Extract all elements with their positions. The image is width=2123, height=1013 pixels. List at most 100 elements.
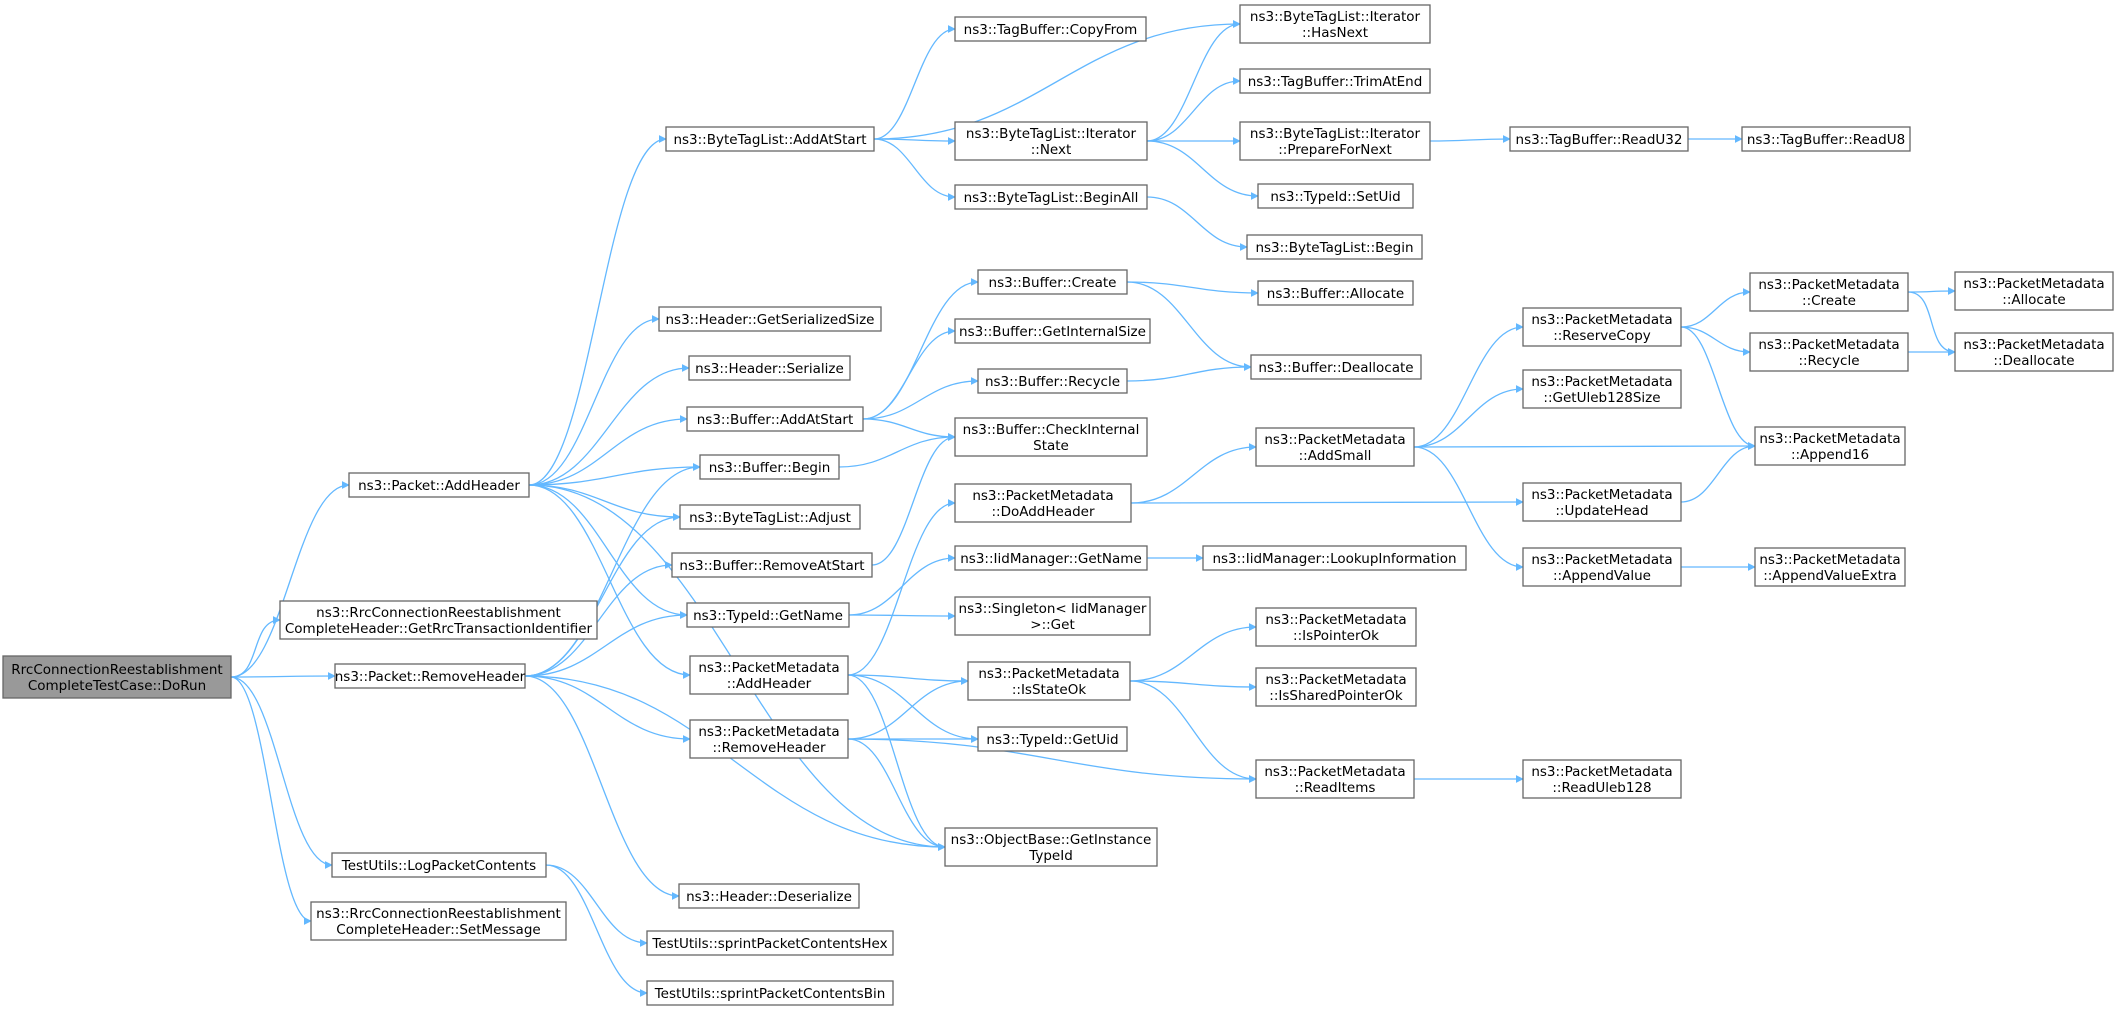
node-box bbox=[1239, 121, 1431, 161]
node-label: ns3::PacketMetadata bbox=[1531, 312, 1672, 328]
function-node-buf_create[interactable]: ns3::Buffer::Create bbox=[977, 269, 1128, 295]
function-node-pm_isstateok[interactable]: ns3::PacketMetadata::IsStateOk bbox=[967, 661, 1131, 701]
call-edge-pm_removeheader-to-pm_readitems bbox=[847, 738, 1257, 783]
function-node-pm_create[interactable]: ns3::PacketMetadata::Create bbox=[1749, 272, 1909, 312]
function-node-buf_allocate[interactable]: ns3::Buffer::Allocate bbox=[1257, 280, 1414, 306]
node-label: ::Recycle bbox=[1798, 353, 1859, 369]
function-node-tu_hex[interactable]: TestUtils::sprintPacketContentsHex bbox=[646, 930, 894, 956]
function-node-btli_prepare[interactable]: ns3::ByteTagList::Iterator::PrepareForNe… bbox=[1239, 121, 1431, 161]
node-label: State bbox=[1033, 438, 1069, 454]
function-node-btl_adjust[interactable]: ns3::ByteTagList::Adjust bbox=[679, 504, 861, 530]
function-node-tb_readu8[interactable]: ns3::TagBuffer::ReadU8 bbox=[1741, 126, 1911, 152]
node-label: ns3::TypeId::GetUid bbox=[986, 732, 1118, 748]
call-edge-pm_addheader-to-ob_getinstance bbox=[847, 674, 946, 851]
function-node-buf_begin[interactable]: ns3::Buffer::Begin bbox=[699, 454, 840, 480]
function-node-buf_addatstart[interactable]: ns3::Buffer::AddAtStart bbox=[686, 406, 864, 432]
function-node-iid_getname[interactable]: ns3::IidManager::GetName bbox=[954, 545, 1148, 571]
function-node-pm_recycle[interactable]: ns3::PacketMetadata::Recycle bbox=[1749, 332, 1909, 372]
call-edge-dorun-to-pkt_removeheader bbox=[230, 672, 336, 681]
function-node-pm_addsmall[interactable]: ns3::PacketMetadata::AddSmall bbox=[1255, 427, 1415, 467]
call-edge-buf_addatstart-to-buf_create bbox=[862, 278, 979, 420]
node-box bbox=[665, 126, 875, 152]
function-node-iid_lookup[interactable]: ns3::IidManager::LookupInformation bbox=[1202, 545, 1467, 571]
function-node-buf_removeatstart[interactable]: ns3::Buffer::RemoveAtStart bbox=[671, 552, 873, 578]
function-node-pm_readuleb[interactable]: ns3::PacketMetadata::ReadUleb128 bbox=[1522, 759, 1682, 799]
function-node-pm_doaddheader[interactable]: ns3::PacketMetadata::DoAddHeader bbox=[954, 483, 1132, 523]
function-node-pm_addheader[interactable]: ns3::PacketMetadata::AddHeader bbox=[689, 655, 849, 695]
node-box bbox=[1754, 547, 1906, 587]
node-box bbox=[1522, 759, 1682, 799]
node-label: ns3::PacketMetadata bbox=[1531, 374, 1672, 390]
call-edge-pkt_removeheader-to-pm_removeheader bbox=[524, 675, 691, 743]
function-node-pm_updatehead[interactable]: ns3::PacketMetadata::UpdateHead bbox=[1522, 482, 1682, 522]
call-edge-buf_create-to-buf_allocate bbox=[1126, 281, 1259, 297]
node-box bbox=[967, 661, 1131, 701]
call-edge-btl_addatstart-to-btli_next bbox=[873, 136, 956, 145]
function-node-pm_removeheader[interactable]: ns3::PacketMetadata::RemoveHeader bbox=[689, 719, 849, 759]
function-node-pkt_removeheader[interactable]: ns3::Packet::RemoveHeader bbox=[334, 663, 526, 689]
node-label: ns3::PacketMetadata bbox=[1963, 337, 2104, 353]
function-node-pm_ispointerok[interactable]: ns3::PacketMetadata::IsPointerOk bbox=[1255, 607, 1417, 647]
call-edge-btl_addatstart-to-btli_hasnext bbox=[873, 20, 1241, 140]
node-box bbox=[1239, 4, 1431, 44]
function-node-pm_appendvalue[interactable]: ns3::PacketMetadata::AppendValue bbox=[1522, 547, 1682, 587]
function-node-typeid_getuid[interactable]: ns3::TypeId::GetUid bbox=[977, 726, 1128, 752]
node-box bbox=[646, 980, 894, 1006]
node-box bbox=[1522, 307, 1682, 347]
function-node-tb_copyfrom[interactable]: ns3::TagBuffer::CopyFrom bbox=[954, 16, 1147, 42]
function-node-tb_trimatend[interactable]: ns3::TagBuffer::TrimAtEnd bbox=[1239, 68, 1431, 94]
node-label: ns3::PacketMetadata bbox=[1531, 764, 1672, 780]
node-label: ns3::ByteTagList::Iterator bbox=[1250, 126, 1421, 142]
function-node-pm_readitems[interactable]: ns3::PacketMetadata::ReadItems bbox=[1255, 759, 1415, 799]
function-node-pm_allocate[interactable]: ns3::PacketMetadata::Allocate bbox=[1954, 271, 2114, 311]
function-node-setmsg[interactable]: ns3::RrcConnectionReestablishmentComplet… bbox=[310, 901, 567, 941]
function-node-pm_deallocate[interactable]: ns3::PacketMetadata::Deallocate bbox=[1954, 332, 2114, 372]
function-node-buf_deallocate[interactable]: ns3::Buffer::Deallocate bbox=[1250, 354, 1422, 380]
function-node-pm_append16[interactable]: ns3::PacketMetadata::Append16 bbox=[1754, 426, 1906, 466]
node-label: ns3::Buffer::AddAtStart bbox=[697, 412, 854, 428]
node-box bbox=[679, 504, 861, 530]
function-node-singleton_get[interactable]: ns3::Singleton< IidManager>::Get bbox=[954, 596, 1151, 636]
node-label: ns3::TypeId::SetUid bbox=[1270, 189, 1400, 205]
node-box bbox=[1257, 280, 1414, 306]
function-node-buf_recycle[interactable]: ns3::Buffer::Recycle bbox=[977, 368, 1128, 394]
function-node-btl_addatstart[interactable]: ns3::ByteTagList::AddAtStart bbox=[665, 126, 875, 152]
function-node-pm_reservecopy[interactable]: ns3::PacketMetadata::ReserveCopy bbox=[1522, 307, 1682, 347]
call-edge-pm_removeheader-to-ob_getinstance bbox=[847, 738, 946, 851]
node-label: ns3::PacketMetadata bbox=[1759, 552, 1900, 568]
function-node-btli_next[interactable]: ns3::ByteTagList::Iterator::Next bbox=[954, 121, 1148, 161]
function-node-tb_readu32[interactable]: ns3::TagBuffer::ReadU32 bbox=[1509, 126, 1689, 152]
node-box bbox=[334, 663, 526, 689]
call-edge-btl_addatstart-to-btl_beginall bbox=[873, 138, 956, 201]
node-label: ::AddSmall bbox=[1299, 448, 1372, 464]
function-node-hdr_ser[interactable]: ns3::Header::Serialize bbox=[688, 355, 851, 381]
function-node-btli_hasnext[interactable]: ns3::ByteTagList::Iterator::HasNext bbox=[1239, 4, 1431, 44]
function-node-getrrc[interactable]: ns3::RrcConnectionReestablishmentComplet… bbox=[279, 600, 598, 640]
function-node-pm_issharedpointerok[interactable]: ns3::PacketMetadata::IsSharedPointerOk bbox=[1255, 667, 1417, 707]
function-node-btl_beginall[interactable]: ns3::ByteTagList::BeginAll bbox=[954, 184, 1148, 210]
function-node-buf_getinternalsize[interactable]: ns3::Buffer::GetInternalSize bbox=[954, 318, 1151, 344]
function-node-typeid_setuid[interactable]: ns3::TypeId::SetUid bbox=[1257, 183, 1414, 209]
function-node-typeid_getname[interactable]: ns3::TypeId::GetName bbox=[686, 602, 850, 628]
node-label: ns3::PacketMetadata bbox=[1758, 337, 1899, 353]
node-label: ns3::Header::Deserialize bbox=[686, 889, 852, 905]
function-node-hdr_deser[interactable]: ns3::Header::Deserialize bbox=[678, 883, 860, 909]
function-node-btl_begin[interactable]: ns3::ByteTagList::Begin bbox=[1246, 234, 1423, 260]
function-node-hdr_getser[interactable]: ns3::Header::GetSerializedSize bbox=[658, 306, 882, 332]
node-box bbox=[1255, 607, 1417, 647]
node-box bbox=[1754, 426, 1906, 466]
call-edge-pkt_addheader-to-buf_begin bbox=[528, 463, 701, 486]
node-box bbox=[954, 483, 1132, 523]
function-node-logpkt[interactable]: TestUtils::LogPacketContents bbox=[331, 852, 547, 878]
node-label: ns3::Packet::AddHeader bbox=[358, 478, 520, 494]
node-label: ::UpdateHead bbox=[1555, 503, 1648, 519]
call-edge-buf_recycle-to-buf_deallocate bbox=[1126, 363, 1252, 382]
node-box bbox=[331, 852, 547, 878]
function-node-dorun[interactable]: RrcConnectionReestablishmentCompleteTest… bbox=[2, 655, 232, 699]
function-node-pm_appendvalueextra[interactable]: ns3::PacketMetadata::AppendValueExtra bbox=[1754, 547, 1906, 587]
function-node-pkt_addheader[interactable]: ns3::Packet::AddHeader bbox=[348, 472, 530, 498]
function-node-pm_getuleb[interactable]: ns3::PacketMetadata::GetUleb128Size bbox=[1522, 369, 1682, 409]
function-node-tu_bin[interactable]: TestUtils::sprintPacketContentsBin bbox=[646, 980, 894, 1006]
